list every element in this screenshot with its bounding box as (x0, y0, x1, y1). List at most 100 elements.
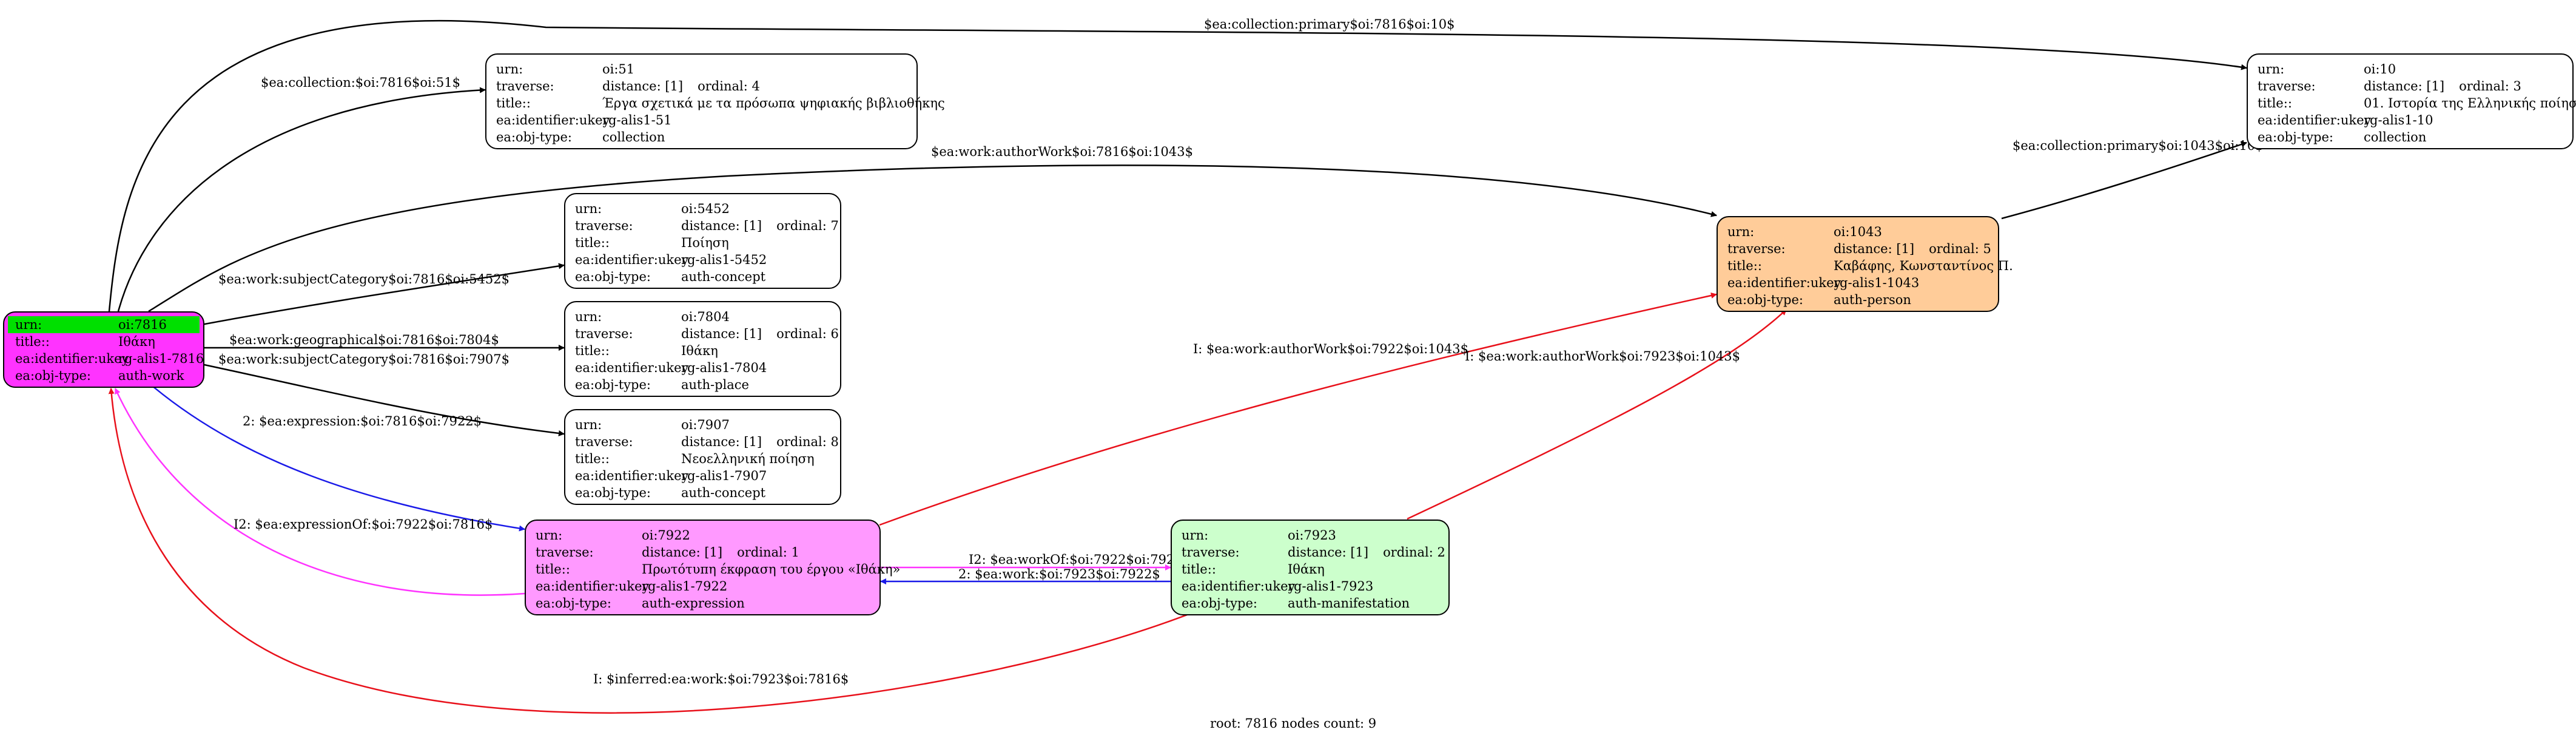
field-value-ukey: rg-alis1-7922 (642, 579, 728, 594)
edge-7816-7907 (201, 363, 565, 436)
field-key-traverse: traverse: (575, 327, 633, 341)
edge-7922-1043 (879, 293, 1717, 526)
field-key-ukey: ea:identifier:ukey (575, 469, 689, 483)
field-key-urn: urn: (536, 528, 563, 543)
field-key-urn: urn: (575, 310, 602, 324)
field-value-objtype: auth-person (1834, 293, 1911, 307)
field-key-objtype: ea:obj-type: (536, 596, 611, 611)
field-value-title: Ιθάκη (681, 344, 718, 358)
field-key-objtype: ea:obj-type: (575, 486, 651, 500)
field-value-title: 01. Ιστορία της Ελληνικής ποίησης (2364, 96, 2576, 110)
field-value-ordinal: ordinal: 3 (2459, 79, 2521, 93)
edge-label-7816-7907: $ea:work:subjectCategory$oi:7816$oi:7907… (218, 352, 510, 367)
field-value-ukey: rg-alis1-51 (602, 113, 672, 127)
field-value-title: Έργα σχετικά με τα πρόσωπα ψηφιακής βιβλ… (602, 96, 945, 110)
field-value-distance: distance: [1] (642, 545, 723, 560)
edge-label-7923-7816: I: $inferred:ea:work:$oi:7923$oi:7816$ (593, 672, 849, 686)
field-value-urn: oi:10 (2364, 62, 2396, 76)
field-value-urn: oi:7907 (681, 418, 730, 432)
field-key-ukey: ea:identifier:ukey (15, 351, 129, 366)
field-value-ukey: rg-alis1-1043 (1834, 276, 1920, 290)
node-oi-10[interactable]: urn: oi:10 traverse: distance: [1] ordinal:… (2247, 53, 2576, 149)
field-value-objtype: auth-work (118, 368, 184, 383)
field-value-ordinal: ordinal: 6 (776, 327, 839, 341)
field-value-distance: distance: [1] (1834, 242, 1915, 256)
node-oi-1043[interactable]: urn:oi:1043 traverse:distance: [1]ordina… (1717, 216, 2013, 312)
field-key-objtype: ea:obj-type: (1182, 596, 1257, 611)
field-value-ukey: rg-alis1-7923 (1288, 579, 1374, 594)
field-value-ukey: rg-alis1-7907 (681, 469, 767, 483)
field-value-ordinal: ordinal: 7 (776, 218, 839, 233)
field-value-objtype: collection (602, 130, 665, 144)
field-value-urn: oi:5452 (681, 201, 730, 216)
field-key-title: title:: (496, 96, 531, 110)
field-value-urn: oi:7816 (118, 317, 167, 332)
field-value-ukey: rg-alis1-5452 (681, 252, 767, 267)
field-value-distance: distance: [1] (2364, 79, 2445, 93)
node-oi-7816-root[interactable]: urn:oi:7816 title::Ιθάκη ea:identifier:u… (3, 311, 204, 388)
node-oi-51[interactable]: urn:oi:51 traverse:distance: [1]ordinal:… (485, 53, 945, 149)
field-key-urn: urn: (496, 62, 523, 76)
field-value-ukey: rg-alis1-10 (2364, 113, 2433, 127)
node-oi-7907[interactable]: urn: oi:7907 traverse: distance: [1] ordina… (564, 409, 841, 505)
field-value-ukey: rg-alis1-7816 (118, 351, 204, 366)
field-value-distance: distance: [1] (602, 79, 684, 93)
field-key-title: title:: (2258, 96, 2292, 110)
field-key-title: title:: (575, 344, 610, 358)
field-value-ordinal: ordinal: 5 (1929, 242, 1991, 256)
field-value-title: Ιθάκη (118, 334, 155, 349)
field-key-traverse: traverse: (575, 218, 633, 233)
field-value-urn: oi:51 (602, 62, 635, 76)
field-value-ukey: rg-alis1-7804 (681, 361, 767, 375)
edge-label-1043-10: $ea:collection:primary$oi:1043$oi:10$ (2013, 138, 2264, 153)
edge-7816-7922 (151, 385, 525, 532)
field-key-ukey: ea:identifier:ukey (496, 113, 610, 127)
field-key-urn: urn: (1727, 225, 1755, 239)
field-value-distance: distance: [1] (681, 327, 762, 341)
field-key-traverse: traverse: (496, 79, 554, 93)
field-key-objtype: ea:obj-type: (15, 368, 91, 383)
edge-1043-10 (2001, 141, 2247, 220)
field-key-urn: urn: (575, 201, 602, 216)
field-key-objtype: ea:obj-type: (575, 269, 651, 284)
field-value-title: Ποίηση (681, 235, 729, 250)
field-value-objtype: auth-place (681, 377, 749, 392)
field-value-objtype: auth-manifestation (1288, 596, 1410, 611)
field-key-traverse: traverse: (575, 435, 633, 449)
field-key-traverse: traverse: (1727, 242, 1786, 256)
field-key-title: title:: (575, 452, 610, 466)
edge-label-7922-7816: I2: $ea:expressionOf:$oi:7922$oi:7816$ (234, 517, 493, 532)
field-value-title: Καβάφης, Κωνσταντίνος Π. (1834, 259, 2013, 273)
field-value-urn: oi:7804 (681, 310, 730, 324)
field-key-traverse: traverse: (2258, 79, 2316, 93)
field-key-urn: urn: (2258, 62, 2285, 76)
edge-label-7816-7804: $ea:work:geographical$oi:7816$oi:7804$ (229, 333, 499, 347)
field-value-ordinal: ordinal: 1 (737, 545, 799, 560)
field-value-title: Ιθάκη (1288, 562, 1325, 577)
field-value-objtype: collection (2364, 130, 2427, 144)
field-value-objtype: auth-concept (681, 486, 766, 500)
edge-label-7816-10: $ea:collection:primary$oi:7816$oi:10$ (1204, 17, 1455, 32)
field-key-ukey: ea:identifier:ukey (1182, 579, 1296, 594)
edge-label-7922-7923: I2: $ea:workOf:$oi:7922$oi:7923$ (969, 552, 1191, 567)
edge-7923-7816 (108, 388, 1192, 714)
field-value-urn: oi:7923 (1288, 528, 1336, 543)
field-value-distance: distance: [1] (681, 435, 762, 449)
edge-7923-1043 (1407, 309, 1787, 520)
node-oi-7804[interactable]: urn: oi:7804 traverse: distance: [1] ordina… (564, 301, 841, 397)
field-value-ordinal: ordinal: 8 (776, 435, 839, 449)
field-value-ordinal: ordinal: 2 (1383, 545, 1445, 560)
field-value-objtype: auth-concept (681, 269, 766, 284)
field-key-urn: urn: (575, 418, 602, 432)
field-key-title: title:: (15, 334, 50, 349)
field-key-title: title:: (575, 235, 610, 250)
node-oi-7922[interactable]: urn:oi:7922 traverse:distance: [1]ordina… (525, 520, 900, 615)
field-key-objtype: ea:obj-type: (2258, 130, 2333, 144)
edge-label-7816-7922: 2: $ea:expression:$oi:7816$oi:7922$ (243, 414, 482, 428)
field-value-title: Πρωτότυπη έκφραση του έργου «Ιθάκη» (642, 562, 901, 577)
node-oi-7923[interactable]: urn:oi:7923 traverse:distance: [1]ordina… (1171, 520, 1450, 615)
edge-7816-51 (117, 87, 486, 312)
edge-7816-10 (108, 20, 2247, 312)
node-oi-5452[interactable]: urn:oi:5452 traverse:distance: [1]ordina… (564, 193, 841, 289)
